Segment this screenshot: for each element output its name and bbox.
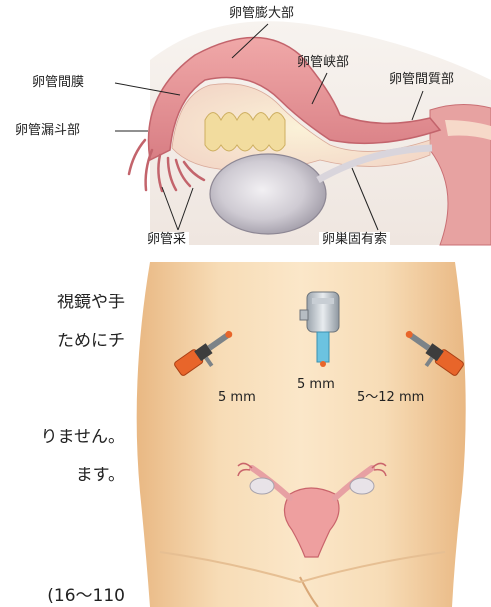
body-text-line-4: ます。 <box>0 467 125 484</box>
port-label-right: 5～12 mm <box>357 391 424 404</box>
port-label-left: 5 mm <box>218 391 256 404</box>
body-text-line-5: (16～110 <box>0 588 125 605</box>
port-label-center: 5 mm <box>297 378 335 391</box>
label-interstitial: 卵管間質部 <box>389 73 454 86</box>
body-text-line-1: 視鏡や手 <box>0 294 125 311</box>
label-mesosalpinx: 卵管間膜 <box>29 75 87 90</box>
ovary <box>210 154 326 234</box>
label-infundibulum: 卵管漏斗部 <box>12 123 83 138</box>
label-isthmus: 卵管峡部 <box>297 56 349 69</box>
body-text-line-3: りません。 <box>0 429 125 446</box>
label-ampulla: 卵管膨大部 <box>229 7 294 20</box>
label-ovarian-ligament: 卵巣固有索 <box>319 232 390 247</box>
body-text-line-2: ためにチ <box>0 333 125 350</box>
tubal-folds <box>205 113 285 152</box>
label-fimbriae: 卵管采 <box>144 232 189 247</box>
